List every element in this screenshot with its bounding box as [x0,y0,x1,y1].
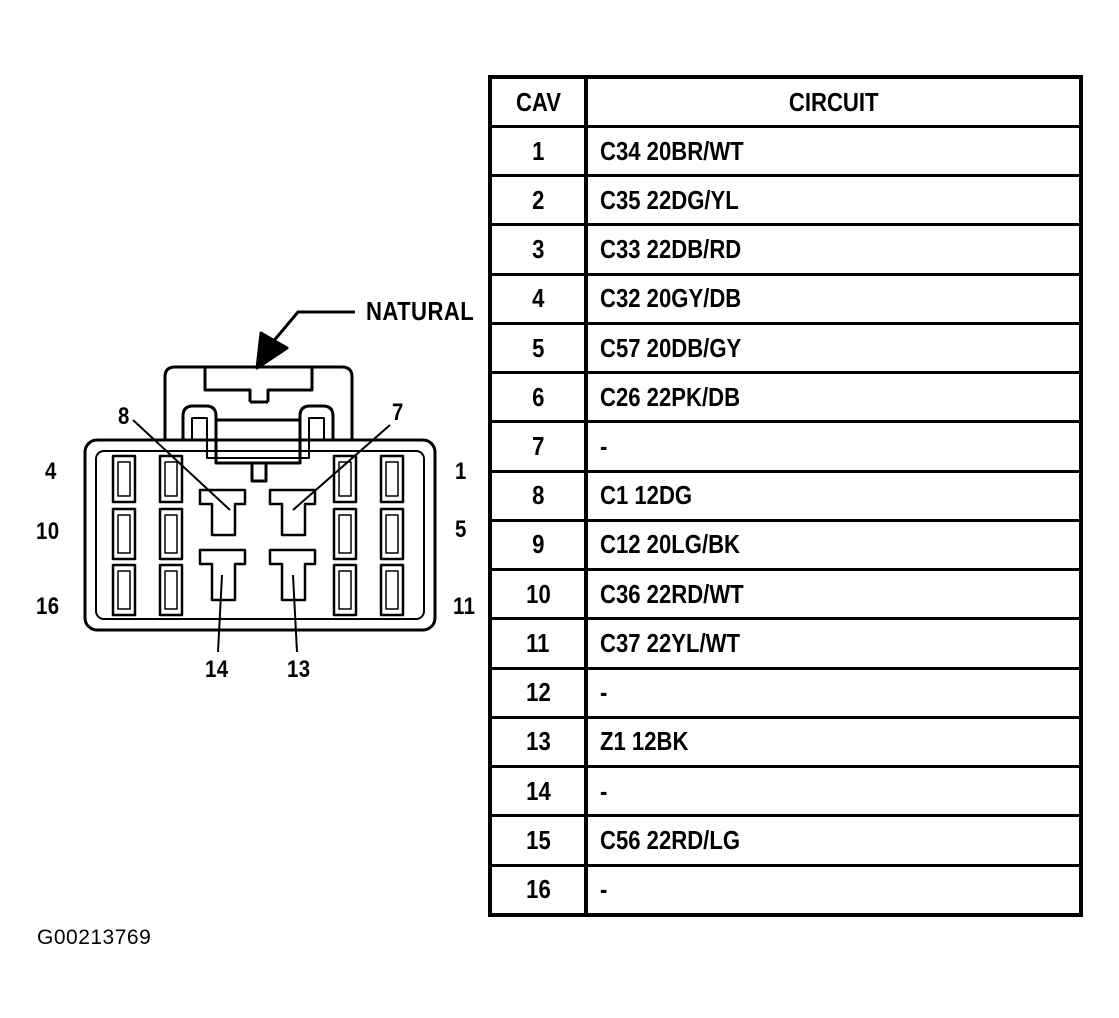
cav-cell: 1 [490,126,588,178]
latch-inner-top [203,367,314,402]
connector-color-label: NATURAL [366,296,475,326]
circuit-cell: C35 22DG/YL [586,175,1081,227]
cav-cell: 16 [490,865,588,915]
cavity-label: 16 [36,593,60,620]
column-header-circuit: CIRCUIT [586,77,1081,128]
cav-cell: 9 [490,520,588,572]
cav-cell: 10 [490,569,588,621]
cavity-label: 13 [287,656,311,683]
cavity-label: 10 [36,518,60,545]
circuit-cell: C1 12DG [586,471,1081,522]
natural-leader-line [270,310,355,344]
cav-cell: 2 [490,175,588,227]
connector-body-inner [95,450,425,620]
cavity-label: 8 [118,403,130,430]
circuit-cell: - [600,874,608,905]
cavity-label: 14 [205,656,229,683]
cavity-label: 11 [453,593,476,620]
circuit-cell: Z1 12BK [586,717,1081,769]
power-cavities [198,488,317,602]
circuit-cell: C34 20BR/WT [586,126,1081,178]
latch-housing [163,365,354,440]
circuit-cell: - [586,421,1081,473]
table-header-row: CAV CIRCUIT [490,77,1081,128]
cavity-label: 1 [455,458,467,485]
circuit-cell: - [586,668,1081,719]
latch-arm-left [181,404,335,465]
circuit-cell: C37 22YL/WT [586,618,1081,670]
circuit-cell: C33 22DB/RD [586,224,1081,276]
table-row: 7- [490,421,1081,473]
circuit-cell: C12 20LG/BK [586,520,1081,572]
column-header-cav: CAV [490,77,588,128]
cavity-label: 5 [455,516,467,543]
cav-cell: 5 [490,323,588,375]
cav-cell: 6 [490,372,588,424]
cav-cell: 11 [490,618,588,670]
connector-body [83,438,437,632]
table-row: 16- [490,865,1081,915]
cav-cell: 15 [490,815,588,867]
cavity-label: 7 [392,399,404,426]
circuit-cell: C36 22RD/WT [586,569,1081,621]
circuit-cell: C26 22PK/DB [586,372,1081,424]
circuit-cell: C56 22RD/LG [586,815,1081,867]
cav-cell: 3 [490,224,588,276]
cavity-label: 4 [45,458,57,485]
cav-cell: 12 [490,668,588,719]
table-row: 12- [490,668,1081,719]
cav-cell: 7 [490,421,588,473]
table-row: 14- [490,766,1081,818]
cav-cell: 14 [490,766,588,818]
circuit-cell: C32 20GY/DB [586,274,1081,325]
circuit-cell: - [586,766,1081,818]
natural-arrowhead [255,331,289,370]
cav-cell: 8 [490,471,588,522]
figure-id: G00213769 [37,926,152,949]
cav-cell: 4 [490,274,588,325]
circuit-cell: C57 20DB/GY [586,323,1081,375]
cavity-pointer-lines [132,419,391,653]
cav-cell: 13 [490,717,588,769]
